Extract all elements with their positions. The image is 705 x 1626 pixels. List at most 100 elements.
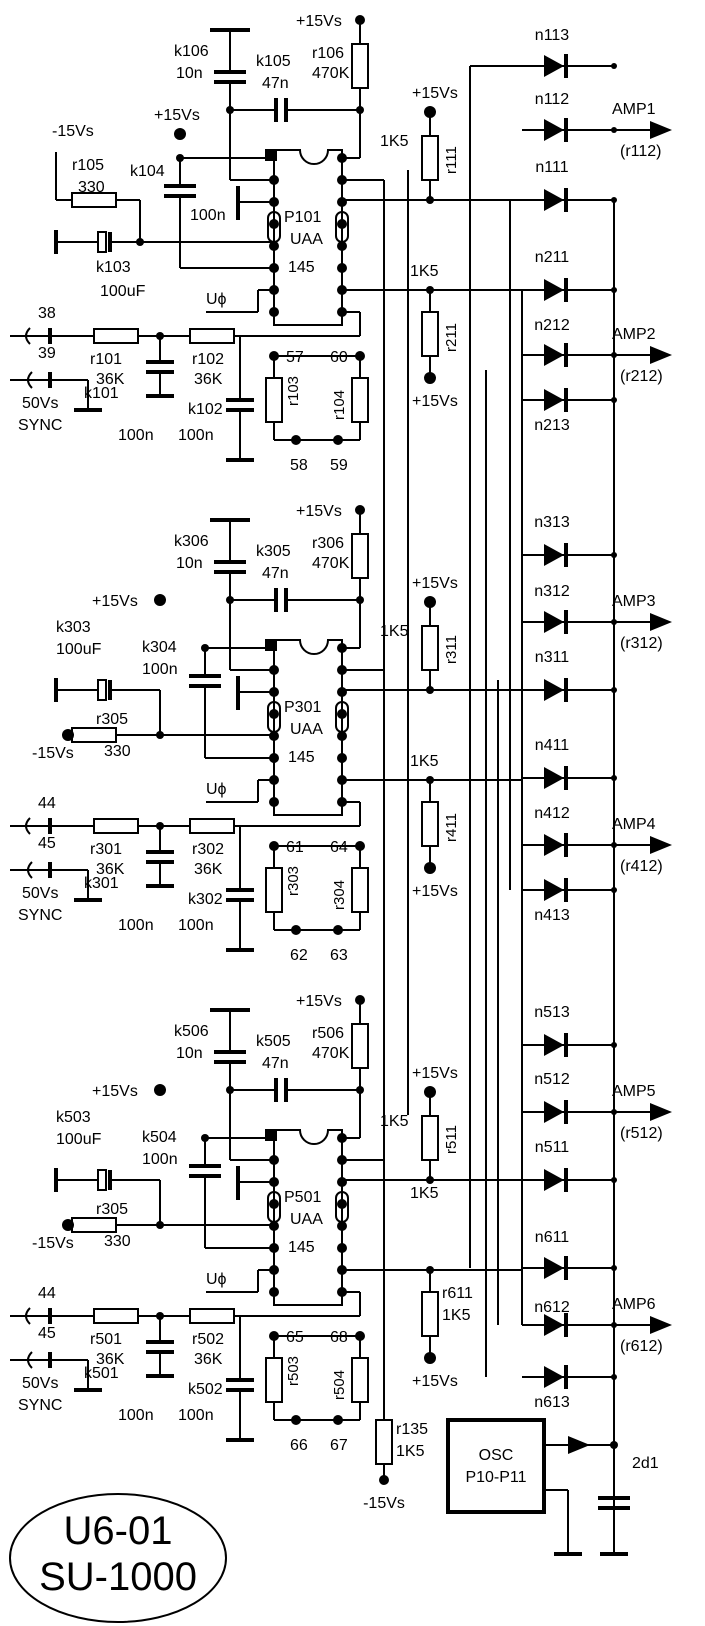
cap-k-02-ref: k502: [188, 1381, 223, 1398]
n211-label: n211: [535, 249, 570, 266]
supply-label: +15Vs: [296, 13, 342, 30]
n112-label: n112: [535, 91, 570, 108]
r-06-value: 470K: [312, 555, 350, 572]
ic-bridge: [335, 211, 349, 243]
n513-label: n513: [534, 1004, 570, 1021]
r-01-ref: r501: [90, 1331, 122, 1348]
resistor-r-05: [71, 1217, 117, 1233]
lower-divider-supply: +15Vs: [412, 393, 458, 410]
osc-label: OSC: [479, 1447, 514, 1464]
resistor-lower-divider: [421, 1291, 439, 1337]
cap-k-06-ref: k106: [174, 43, 209, 60]
diode-n512: n512: [522, 1071, 614, 1124]
r-02-value: 36K: [194, 371, 223, 388]
resistor-r-06: [351, 533, 369, 579]
r-03-ref: r503: [285, 1356, 302, 1386]
resistor-lower-divider: [421, 311, 439, 357]
resistor-r-06: [351, 43, 369, 89]
amp-name: AMP1: [612, 101, 656, 118]
r-05-ref: r105: [72, 157, 104, 174]
upper-divider-ref: r111: [443, 146, 460, 174]
ic-part-number: 145: [288, 1239, 315, 1256]
resistor-r-02: [189, 1308, 235, 1324]
r-06-ref: r506: [312, 1025, 344, 1042]
ic-bridge: [267, 1191, 281, 1223]
cap-k-03-ref: k303: [56, 619, 91, 636]
channel-1: P101UAA145+15Vsr106470Kk10610nk10547nk10…: [10, 13, 522, 474]
n611-label: n611: [535, 1229, 570, 1246]
pin-top-left: 57: [286, 349, 304, 366]
channel-blocks: P101UAA145+15Vsr106470Kk10610nk10547nk10…: [10, 13, 522, 1454]
diode-symbol: [544, 611, 564, 633]
cap-k-03-ref: k503: [56, 1109, 91, 1126]
lower-divider-ref: r411: [443, 813, 460, 842]
amp-output-3: AMP3(r312): [590, 593, 672, 652]
resistor-r-02: [189, 818, 235, 834]
diode-n111: n111: [522, 159, 614, 212]
r135-group: r135 1K5 -15Vs: [363, 1395, 428, 1512]
cap-k-02-value: 100n: [178, 427, 214, 444]
cap-k-03-value: 100uF: [100, 283, 146, 300]
ic-bridge: [335, 1191, 349, 1223]
diode-symbol: [544, 1101, 564, 1123]
pin-top-left: 61: [286, 839, 304, 856]
n312-label: n312: [534, 583, 570, 600]
diode-n412: n412: [522, 805, 614, 857]
cap-k-02-value: 100n: [178, 917, 214, 934]
cap-k-05-ref: k505: [256, 1033, 291, 1050]
amp-outputs: AMP1(r112)AMP2(r212)AMP3(r312)AMP4(r412)…: [590, 101, 672, 1355]
sync-supply: 50Vs: [22, 395, 58, 412]
cap-k-01-ref: k301: [84, 875, 119, 892]
cap-k-05-value: 47n: [262, 75, 289, 92]
amp-output-4: AMP4(r412): [590, 816, 672, 875]
control-label: Uϕ: [206, 781, 227, 798]
ic-bridge: [267, 701, 281, 733]
cap-k-06-ref: k306: [174, 533, 209, 550]
amp-ref: (r412): [620, 858, 663, 875]
r-05-supply: -15Vs: [52, 123, 94, 140]
ic-pin1-marker: [265, 1129, 277, 1141]
cap-k-04-ref: k504: [142, 1129, 177, 1146]
diode-symbol: [544, 55, 564, 77]
lower-divider-value: 1K5: [410, 753, 439, 770]
k-04-supply-label: +15Vs: [154, 107, 200, 124]
resistor-r-04: [351, 377, 369, 423]
diode-symbol: [544, 344, 564, 366]
r135-supply: -15Vs: [363, 1495, 405, 1512]
diode-symbol: [544, 1034, 564, 1056]
diode-symbol: [544, 1314, 564, 1336]
resistor-lower-divider: [421, 801, 439, 847]
upper-divider-supply: +15Vs: [412, 575, 458, 592]
r-06-value: 470K: [312, 1045, 350, 1062]
ic-ref: P301: [284, 699, 321, 716]
diode-n313: n313: [522, 514, 614, 567]
r-06-value: 470K: [312, 65, 350, 82]
r-04-ref: r304: [331, 880, 348, 910]
diode-n112: n112: [522, 91, 614, 142]
diode-n511: n511: [522, 1139, 614, 1192]
osc-range-label: P10-P11: [465, 1469, 526, 1486]
sync-label: SYNC: [18, 417, 62, 434]
ic-ref: P501: [284, 1189, 321, 1206]
diode-n612: n612: [522, 1299, 614, 1337]
r-02-ref: r102: [192, 351, 224, 368]
r-05-value: 330: [104, 743, 131, 760]
channel-2: P301UAA145+15Vsr306470Kk30610nk30547nk30…: [10, 503, 522, 964]
r-01-ref: r301: [90, 841, 122, 858]
cap-2d1-label: 2d1: [632, 1455, 659, 1472]
cap-k-05-value: 47n: [262, 1055, 289, 1072]
pin-top-right: 68: [330, 1329, 348, 1346]
r-05-ref: r305: [96, 1201, 128, 1218]
input-pin-a: 44: [38, 795, 56, 812]
resistor-r-01: [93, 818, 139, 834]
k-04-supply-label: +15Vs: [92, 1083, 138, 1100]
pin-bottom-left: 62: [290, 947, 308, 964]
cap-k-02-value: 100n: [178, 1407, 214, 1424]
sync-supply: 50Vs: [22, 1375, 58, 1392]
cap-k-04-value: 100n: [142, 661, 178, 678]
resistor-r-03: [265, 377, 283, 423]
lower-divider-supply: +15Vs: [412, 1373, 458, 1390]
diode-symbol: [544, 767, 564, 789]
cap-k-01-value: 100n: [118, 917, 154, 934]
